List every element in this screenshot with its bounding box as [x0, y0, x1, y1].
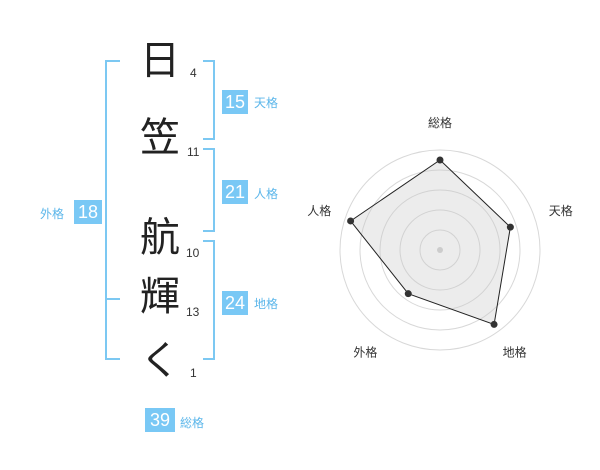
jinkaku-label: 人格 — [254, 187, 279, 201]
radar-ring-3 — [379, 189, 501, 311]
soukaku-label: 総格 — [180, 416, 205, 430]
radar-axis-label-2: 天格 — [549, 203, 573, 218]
radar-axis-label-3: 地格 — [503, 345, 527, 360]
stroke-count-4: 13 — [186, 305, 200, 319]
radar-ring-1 — [419, 229, 461, 271]
name-char-3: 航 — [140, 215, 180, 261]
tenkaku-bracket-top — [203, 60, 215, 62]
soukaku-value-badge: 39 — [145, 408, 175, 432]
radar-axis-label-5: 人格 — [307, 203, 331, 218]
radar-point-5 — [347, 217, 355, 225]
radar-center-dot — [437, 247, 443, 253]
jinkaku-value-badge: 21 — [222, 180, 248, 204]
radar-point-4 — [404, 290, 412, 298]
chikaku-value-badge: 24 — [222, 291, 248, 315]
tenkaku-value-badge: 15 — [222, 90, 248, 114]
name-char-5: く — [140, 338, 180, 384]
stroke-count-1: 4 — [190, 66, 197, 80]
stroke-count-2: 11 — [187, 145, 200, 159]
stroke-count-5: 1 — [190, 366, 197, 380]
tenkaku-bracket-bottom — [203, 138, 215, 140]
radar-point-2 — [506, 223, 514, 231]
chikaku-bracket-bottom — [203, 358, 215, 360]
name-char-1: 日 — [140, 38, 180, 84]
tenkaku-bracket-vertical — [213, 60, 215, 140]
gaikaku-bracket-vertical — [105, 60, 107, 360]
radar-ring-2 — [399, 209, 481, 291]
stroke-count-3: 10 — [186, 246, 200, 260]
chikaku-bracket-vertical — [213, 240, 215, 360]
radar-ring-4 — [359, 169, 521, 331]
radar-value-polygon — [349, 159, 511, 326]
jinkaku-bracket-top — [203, 148, 215, 150]
radar-axis-label-4: 外格 — [353, 345, 377, 360]
jinkaku-bracket-vertical — [213, 148, 215, 232]
name-char-4: 輝 — [140, 274, 180, 320]
gaikaku-bracket-bottom — [105, 358, 120, 360]
chikaku-label: 地格 — [254, 297, 279, 311]
radar-axis-label-1: 総格 — [428, 115, 452, 130]
radar-ring-5 — [339, 149, 541, 351]
gaikaku-bracket-top — [105, 60, 120, 62]
jinkaku-bracket-bottom — [203, 230, 215, 232]
gaikaku-bracket-mid — [105, 298, 120, 300]
radar-point-1 — [436, 156, 444, 164]
tenkaku-label: 天格 — [254, 96, 279, 110]
chikaku-bracket-top — [203, 240, 215, 242]
name-char-2: 笠 — [140, 115, 180, 161]
radar-point-3 — [490, 320, 498, 328]
gaikaku-value-badge: 18 — [74, 200, 102, 224]
gaikaku-label: 外格 — [40, 207, 65, 221]
